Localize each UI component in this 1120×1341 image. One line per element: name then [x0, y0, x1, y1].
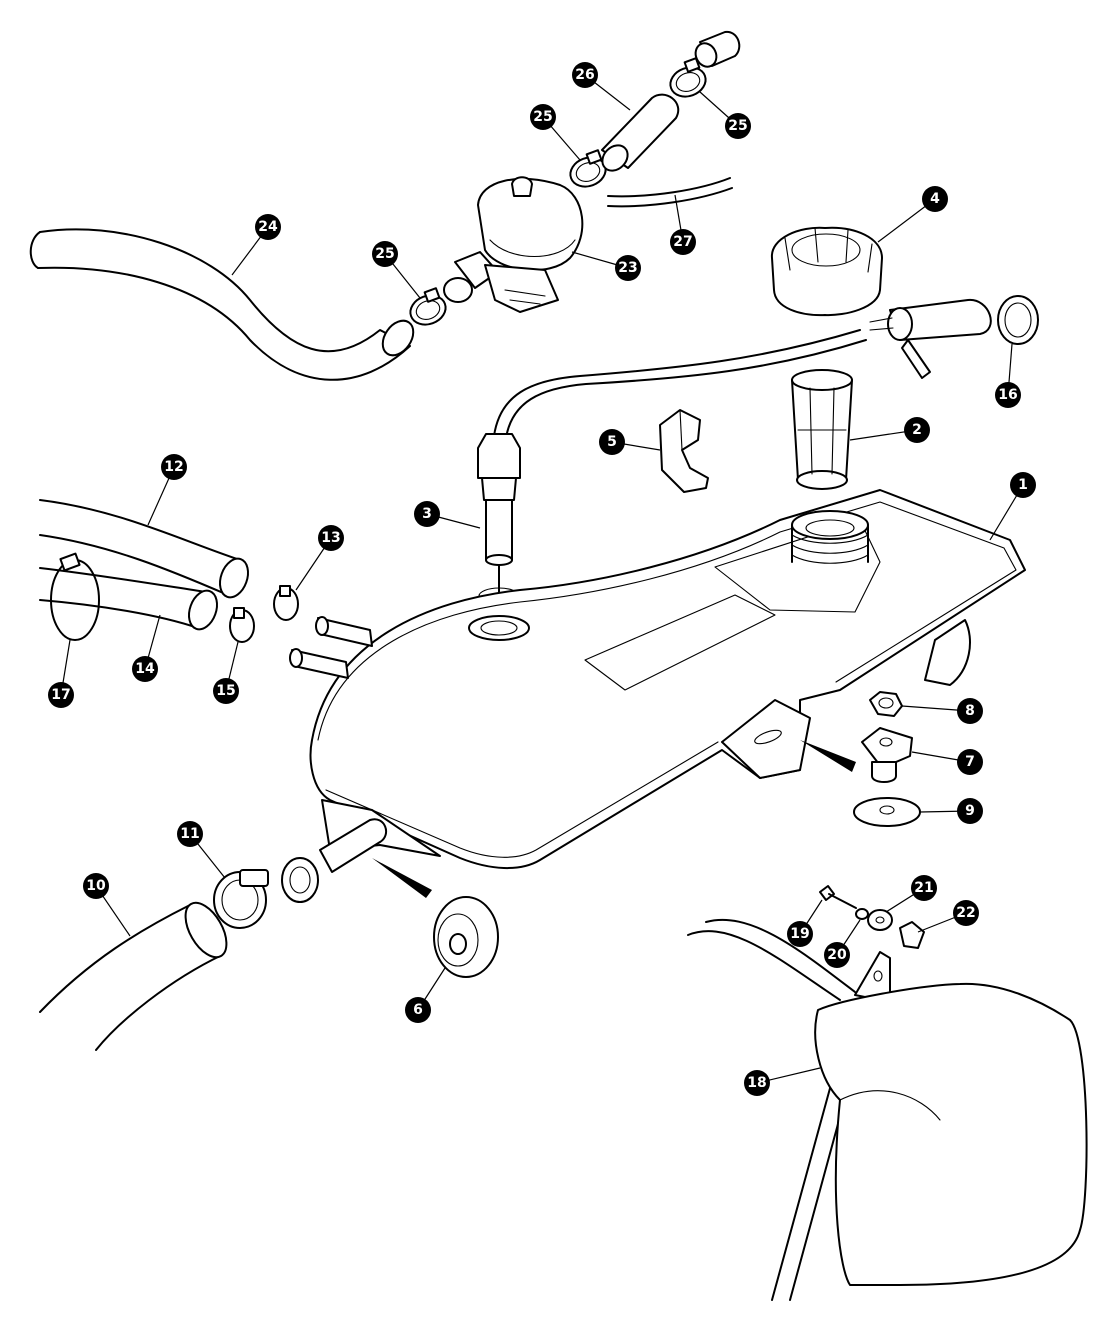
svg-text:5: 5 — [607, 434, 617, 450]
hose-24 — [29, 228, 415, 381]
tube-27 — [607, 177, 733, 208]
svg-text:23: 23 — [618, 260, 637, 276]
svg-text:6: 6 — [413, 1002, 423, 1018]
svg-text:11: 11 — [180, 826, 199, 842]
svg-text:19: 19 — [790, 926, 809, 942]
clip-5 — [659, 409, 709, 493]
callout-12: 12 — [161, 454, 187, 480]
svg-text:7: 7 — [965, 754, 975, 770]
clamp-11 — [213, 869, 269, 929]
callout-11: 11 — [177, 821, 203, 847]
pointer-wedge-7 — [800, 740, 856, 772]
svg-text:3: 3 — [422, 506, 432, 522]
svg-text:14: 14 — [135, 661, 155, 677]
callout-20: 20 — [824, 942, 850, 968]
callout-26: 26 — [572, 62, 598, 88]
callout-27: 27 — [670, 229, 696, 255]
washer-21 — [867, 909, 893, 931]
callout-2: 2 — [904, 417, 930, 443]
outlet-fitting — [281, 818, 388, 903]
callout-14: 14 — [132, 656, 158, 682]
hose-14 — [39, 567, 219, 631]
callout-18: 18 — [744, 1070, 770, 1096]
svg-text:25: 25 — [728, 118, 747, 134]
clamp-25-middle — [569, 149, 607, 188]
cover-18 — [814, 982, 1088, 1286]
callout-7: 7 — [957, 749, 983, 775]
cable-tie-17 — [50, 552, 100, 641]
clamp-15 — [229, 607, 255, 643]
svg-text:13: 13 — [321, 530, 340, 546]
strainer-2 — [791, 369, 853, 490]
callout-6: 6 — [405, 997, 431, 1023]
callout-3: 3 — [414, 501, 440, 527]
hose-26 — [601, 93, 680, 172]
clamp-13 — [273, 585, 299, 621]
washer-20 — [855, 908, 869, 920]
svg-text:17: 17 — [51, 687, 70, 703]
svg-text:24: 24 — [258, 219, 278, 235]
callout-21: 21 — [911, 875, 937, 901]
nut-22 — [899, 921, 925, 949]
wire-connector — [869, 298, 992, 379]
svg-text:25: 25 — [533, 109, 552, 125]
callout-25-middle: 25 — [530, 104, 556, 130]
svg-text:21: 21 — [914, 880, 933, 896]
callout-8: 8 — [957, 698, 983, 724]
callout-25-top: 25 — [725, 113, 751, 139]
clamp-25-top — [669, 57, 707, 98]
callout-9: 9 — [957, 798, 983, 824]
callout-13: 13 — [318, 525, 344, 551]
hose-end-top — [694, 30, 741, 68]
washer-9 — [853, 797, 921, 827]
svg-text:9: 9 — [965, 803, 975, 819]
svg-text:26: 26 — [575, 67, 594, 83]
svg-text:20: 20 — [827, 947, 847, 963]
sender-unit-3 — [477, 329, 867, 605]
svg-text:4: 4 — [930, 191, 940, 207]
callout-22: 22 — [953, 900, 979, 926]
svg-text:18: 18 — [747, 1075, 766, 1091]
callout-15: 15 — [213, 678, 239, 704]
hose-10 — [39, 901, 228, 1051]
nut-8 — [869, 691, 903, 717]
callout-23: 23 — [615, 255, 641, 281]
svg-text:8: 8 — [965, 703, 975, 719]
callout-4: 4 — [922, 186, 948, 212]
svg-text:1: 1 — [1018, 477, 1028, 493]
pointer-wedge-6 — [372, 858, 432, 898]
svg-text:15: 15 — [216, 683, 235, 699]
callout-16: 16 — [995, 382, 1021, 408]
callout-25-left: 25 — [372, 241, 398, 267]
svg-text:22: 22 — [956, 905, 975, 921]
callout-24: 24 — [255, 214, 281, 240]
callout-1: 1 — [1010, 472, 1036, 498]
bracket-7 — [861, 727, 913, 783]
grommet-6 — [433, 896, 499, 978]
callout-17: 17 — [48, 682, 74, 708]
bolt-19 — [819, 885, 857, 909]
svg-text:12: 12 — [164, 459, 183, 475]
callout-10: 10 — [83, 873, 109, 899]
svg-text:16: 16 — [998, 387, 1017, 403]
valve-23 — [443, 176, 584, 313]
callout-5: 5 — [599, 429, 625, 455]
svg-text:2: 2 — [912, 422, 922, 438]
svg-text:25: 25 — [375, 246, 394, 262]
hose-12 — [39, 499, 250, 599]
filler-cap-4 — [770, 226, 883, 317]
svg-text:10: 10 — [86, 878, 106, 894]
seal-16 — [997, 295, 1039, 345]
callout-19: 19 — [787, 921, 813, 947]
svg-text:27: 27 — [673, 234, 692, 250]
clamp-25-left — [409, 287, 447, 326]
